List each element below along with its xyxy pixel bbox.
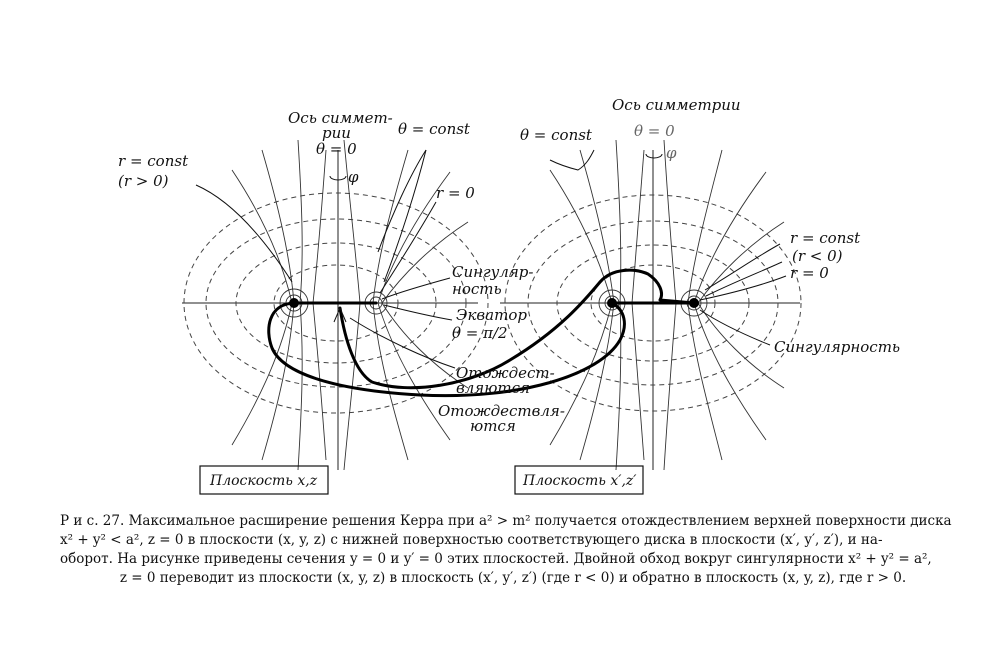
label-singularity-left-1: Сингуляр- bbox=[452, 263, 533, 281]
label-r-zero-right: r = 0 bbox=[790, 264, 829, 282]
label-identified-1b: вляются bbox=[456, 379, 530, 397]
caption-line-4: z = 0 переводит из плоскости (x, y, z) в… bbox=[119, 570, 907, 586]
right-theta-const-lines bbox=[549, 139, 785, 471]
label-theta-zero-left: θ = 0 bbox=[316, 140, 357, 158]
kerr-extension-figure: Ось симмет- рии θ = 0 φ θ = const r = co… bbox=[118, 96, 900, 495]
left-theta-const-lines bbox=[231, 139, 469, 471]
label-r-positive: (r > 0) bbox=[118, 172, 169, 190]
right-r-const-ellipses bbox=[504, 194, 802, 412]
right-rotation-arrow bbox=[645, 153, 663, 159]
label-phi-right: φ bbox=[666, 144, 677, 162]
label-r-zero-left: r = 0 bbox=[436, 184, 475, 202]
label-identified-2a: Отождествля- bbox=[438, 402, 565, 420]
identification-curves bbox=[267, 268, 696, 398]
label-equator: Экватор bbox=[456, 306, 527, 324]
label-axis-symmetry-right: Ось симметрии bbox=[612, 96, 741, 114]
caption-line-1: Р и с. 27. Максимальное расширение решен… bbox=[60, 513, 952, 529]
label-identified-1a: Отождест- bbox=[456, 364, 555, 382]
figure-caption: Р и с. 27. Максимальное расширение решен… bbox=[60, 512, 966, 588]
right-diagram bbox=[500, 139, 802, 471]
left-rotation-arrow bbox=[329, 175, 347, 181]
label-axis-symmetry-left-2: рии bbox=[322, 124, 351, 142]
plane-box-right: Плоскость x′,z′ bbox=[514, 465, 644, 495]
right-leaders bbox=[549, 149, 787, 346]
plane-box-left: Плоскость x,z bbox=[199, 465, 329, 495]
label-singularity-left-2: ность bbox=[452, 280, 502, 298]
left-r-const-ellipses bbox=[183, 192, 489, 414]
label-r-const-right: r = const bbox=[790, 229, 861, 247]
label-theta-const-right: θ = const bbox=[520, 126, 593, 144]
caption-line-2: x² + y² < a², z = 0 в плоскости (x, y, z… bbox=[60, 532, 883, 548]
inner-identification-curve bbox=[338, 268, 696, 390]
label-theta-const-left: θ = const bbox=[398, 120, 471, 138]
label-r-const-left: r = const bbox=[118, 152, 189, 170]
label-equator-theta: θ = π/2 bbox=[452, 324, 508, 342]
label-axis-symmetry-left-1: Ось симмет- bbox=[288, 109, 393, 127]
label-plane-left: Плоскость x,z bbox=[209, 473, 318, 489]
inner-curve-arrowhead bbox=[333, 306, 347, 323]
left-diagram bbox=[182, 139, 489, 471]
label-theta-zero-right: θ = 0 bbox=[634, 122, 675, 140]
label-singularity-right: Сингулярность bbox=[774, 338, 900, 356]
label-r-negative: (r < 0) bbox=[792, 247, 843, 265]
label-identified-2b: ются bbox=[470, 417, 516, 435]
label-phi-left: φ bbox=[348, 168, 359, 186]
label-plane-right: Плоскость x′,z′ bbox=[522, 473, 637, 489]
left-leaders bbox=[195, 149, 456, 369]
caption-line-3: оборот. На рисунке приведены сечения y =… bbox=[60, 551, 932, 567]
outer-identification-curve bbox=[267, 301, 626, 398]
